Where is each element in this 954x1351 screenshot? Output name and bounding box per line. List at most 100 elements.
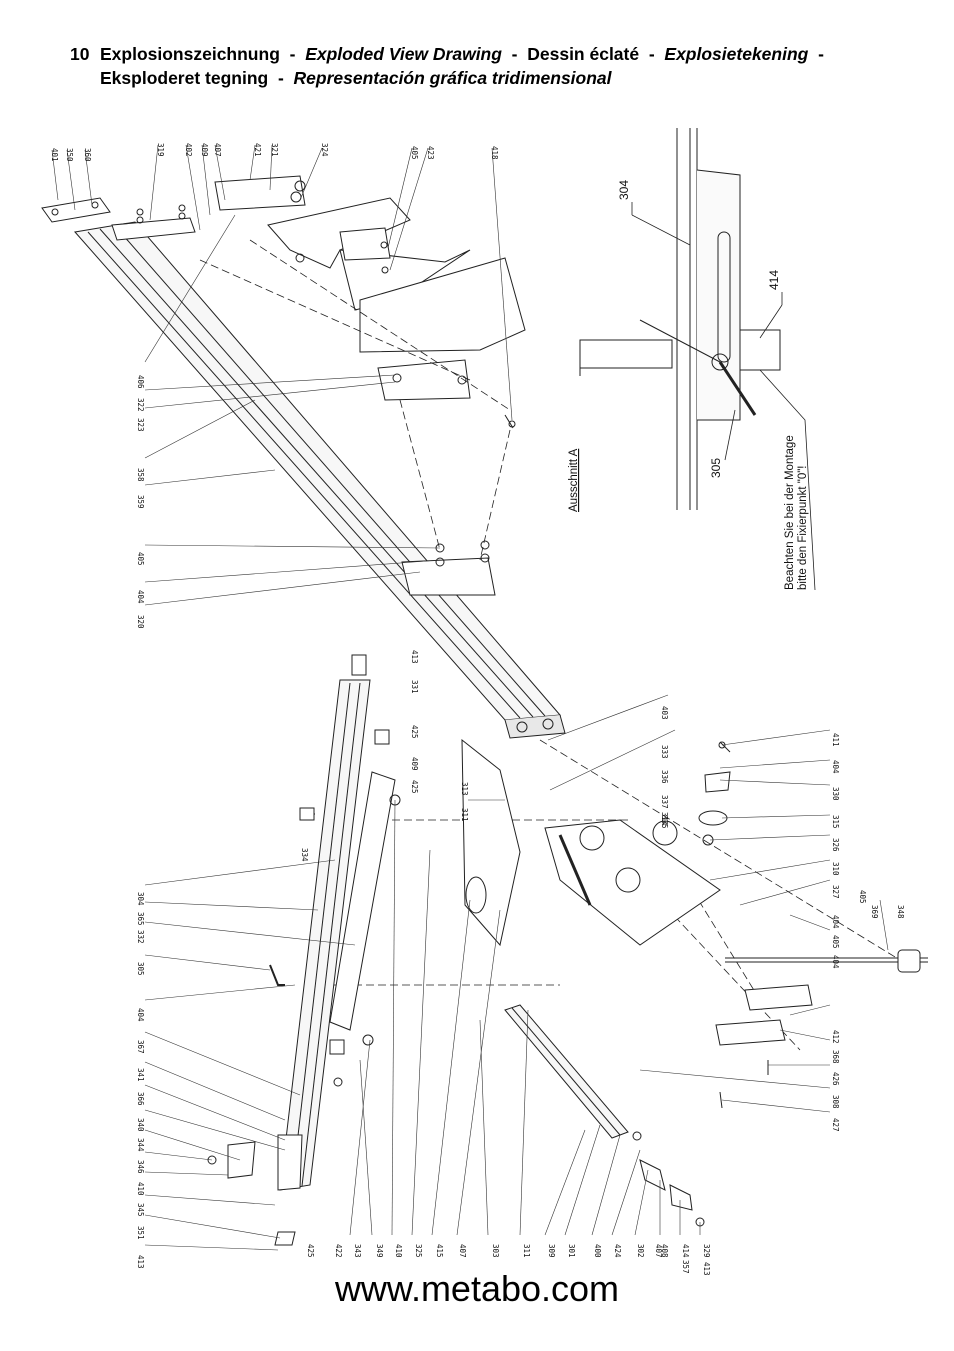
part-number-label: 366 (136, 1092, 145, 1106)
part-number-label: 365 (136, 912, 145, 926)
part-number-label: 327 (831, 885, 840, 899)
callout-305: 305 (709, 458, 723, 478)
part-number-label: 407 (213, 143, 222, 157)
part-number-label: 357 (681, 1260, 690, 1274)
part-number-label: 319 (156, 143, 165, 157)
title-de: Explosionszeichnung (100, 44, 280, 64)
part-number-label: 305 (136, 962, 145, 976)
part-number-label: 418 (490, 146, 499, 160)
part-number-label: 407 (458, 1244, 467, 1258)
part-number-label: 336 (660, 770, 669, 784)
part-number-label: 402 (184, 143, 193, 157)
inset-leaders (631, 202, 816, 591)
part-number-label: 409 (410, 757, 419, 771)
part-number-label: 340 (136, 1118, 145, 1132)
part-number-label: 427 (831, 1118, 840, 1132)
part-number-label: 311 (460, 808, 469, 822)
part-number-label: 348 (896, 905, 905, 919)
part-number-label: 404 (831, 955, 840, 969)
leader-lines (51, 144, 889, 1251)
part-number-label: 334 (300, 848, 309, 862)
part-number-label: 400 (593, 1244, 602, 1258)
assembly-note-line-1: Beachten Sie bei der Montage (784, 435, 796, 590)
separator: - (289, 44, 296, 64)
separator: - (818, 44, 824, 64)
part-number-label: 331 (410, 680, 419, 694)
part-number-label: 410 (394, 1244, 403, 1258)
part-number-label: 406 (136, 375, 145, 389)
title-es: Representación gráfica tridimensional (293, 68, 612, 88)
part-number-label: 403 (660, 706, 669, 720)
part-number-label: 314 (660, 812, 669, 826)
separator: - (277, 68, 284, 88)
lower-rail (504, 1004, 705, 1227)
part-number-label: 425 (410, 725, 419, 739)
assembly-lines (199, 239, 901, 1051)
part-number-label: 405 (410, 146, 419, 160)
part-number-label: 343 (353, 1244, 362, 1258)
part-number-label: 320 (136, 615, 145, 629)
end-plates-top (41, 175, 306, 241)
part-number-label: 333 (660, 745, 669, 759)
part-number-label: 423 (426, 146, 435, 160)
part-number-label: 410 (136, 1182, 145, 1196)
part-number-label: 367 (136, 1040, 145, 1054)
part-number-label: 302 (636, 1244, 645, 1258)
part-number-label: 413 (410, 650, 419, 664)
part-number-label: 303 (491, 1244, 500, 1258)
part-number-label: 326 (831, 838, 840, 852)
part-number-label: 415 (435, 1244, 444, 1258)
part-number-label: 330 (831, 787, 840, 801)
part-number-label: 424 (613, 1244, 622, 1258)
part-number-label: 401 (50, 148, 59, 162)
part-number-label: 405 (831, 935, 840, 949)
part-number-label: 408 (660, 1244, 669, 1258)
part-number-label: 308 (831, 1095, 840, 1109)
title-en: Exploded View Drawing (305, 44, 502, 64)
part-number-label: 351 (136, 1226, 145, 1240)
part-number-label: 349 (375, 1244, 384, 1258)
callout-304: 304 (617, 180, 631, 200)
part-number-label: 369 (870, 905, 879, 919)
part-number-label: 324 (320, 143, 329, 157)
part-number-label: 425 (306, 1244, 315, 1258)
part-number-label: 344 (136, 1138, 145, 1152)
title-fr: Dessin éclaté (527, 44, 640, 64)
header-line-2: Eksploderet tegning - Representación grá… (70, 66, 930, 90)
part-number-label: 368 (831, 1050, 840, 1064)
title-nl: Explosietekening (664, 44, 809, 64)
guard-plate (267, 197, 526, 353)
part-number-label: 421 (253, 143, 262, 157)
part-number-label: 426 (831, 1072, 840, 1086)
part-number-label: 335 (660, 815, 669, 829)
part-number-label: 405 (136, 552, 145, 566)
part-number-label: 407 (654, 1244, 663, 1258)
part-number-label: 404 (831, 915, 840, 929)
part-number-label: 414 (681, 1244, 690, 1258)
part-number-label: 359 (136, 495, 145, 509)
part-number-label: 413 (702, 1262, 711, 1276)
part-number-label: 337 (660, 795, 669, 809)
part-number-label: 422 (334, 1244, 343, 1258)
part-number-label: 329 (702, 1244, 711, 1258)
right-fittings (698, 741, 928, 1109)
part-number-label: 412 (831, 1030, 840, 1044)
part-number-label: 313 (460, 782, 469, 796)
part-number-label: 311 (522, 1244, 531, 1258)
part-number-label: 358 (136, 468, 145, 482)
separator: - (648, 44, 655, 64)
part-number-label: 322 (136, 398, 145, 412)
inset-detail (579, 128, 781, 510)
sliding-table (461, 738, 721, 947)
part-number-label: 404 (831, 760, 840, 774)
separator: - (511, 44, 518, 64)
part-number-label: 321 (270, 143, 279, 157)
part-number-label: 409 (200, 143, 209, 157)
footer-url: www.metabo.com (334, 1268, 620, 1309)
title-da: Eksploderet tegning (100, 68, 269, 88)
lower-fence (207, 654, 401, 1246)
assembly-note-line-2: bitte den Fixierpunkt "0"! (797, 465, 809, 590)
